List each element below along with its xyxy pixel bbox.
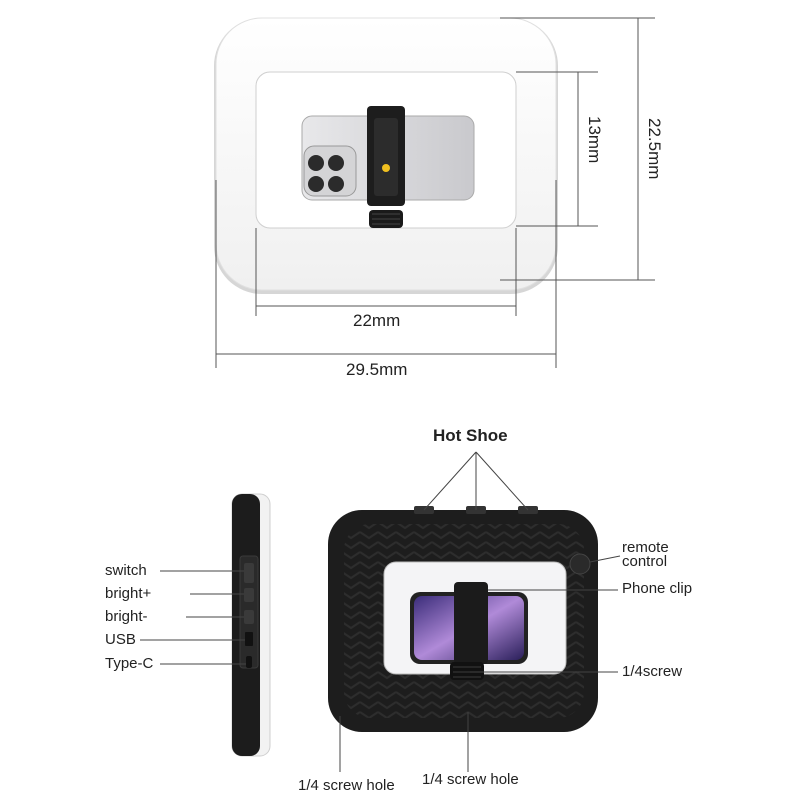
bright-plus-label: bright+ [105, 585, 152, 602]
type-c-port [246, 656, 252, 668]
back-phone-clip [454, 582, 488, 664]
bright-minus-button[interactable] [244, 610, 254, 624]
remote-receiver-icon [569, 553, 591, 575]
remote-control-label: remote control [622, 539, 669, 570]
camera-lens-icon [328, 176, 344, 192]
hot-shoe-label: Hot Shoe [433, 426, 508, 445]
side-view [231, 493, 271, 757]
camera-lens-icon [328, 155, 344, 171]
front-view-light [214, 17, 558, 294]
back-view [328, 506, 598, 732]
clip-screw-icon [382, 164, 390, 172]
dimension-lines [215, 17, 655, 368]
usb-label: USB [105, 631, 136, 648]
camera-lens-icon [308, 176, 324, 192]
side-leader-lines [140, 570, 246, 665]
camera-lens-icon [308, 155, 324, 171]
bright-minus-label: bright- [105, 608, 148, 625]
switch-label: switch [105, 562, 147, 579]
usb-port [245, 632, 253, 646]
quarter-screw-label: 1/4screw [622, 663, 683, 680]
outer-height-label: 22.5mm [645, 118, 664, 180]
phone-clip-label: Phone clip [622, 580, 693, 597]
remote-control-line1: remote [622, 539, 669, 556]
inner-height-label: 13mm [585, 116, 604, 164]
inner-width-label: 22mm [353, 311, 401, 330]
screw-hole-left-label: 1/4 screw hole [298, 777, 395, 794]
outer-width-label: 29.5mm [346, 360, 408, 379]
screw-hole-right-label: 1/4 screw hole [422, 771, 519, 788]
bright-plus-button[interactable] [244, 588, 254, 602]
back-leader-lines [339, 451, 621, 772]
type-c-label: Type-C [105, 655, 154, 672]
switch-button[interactable] [244, 563, 254, 583]
remote-control-line2: control [622, 553, 668, 570]
